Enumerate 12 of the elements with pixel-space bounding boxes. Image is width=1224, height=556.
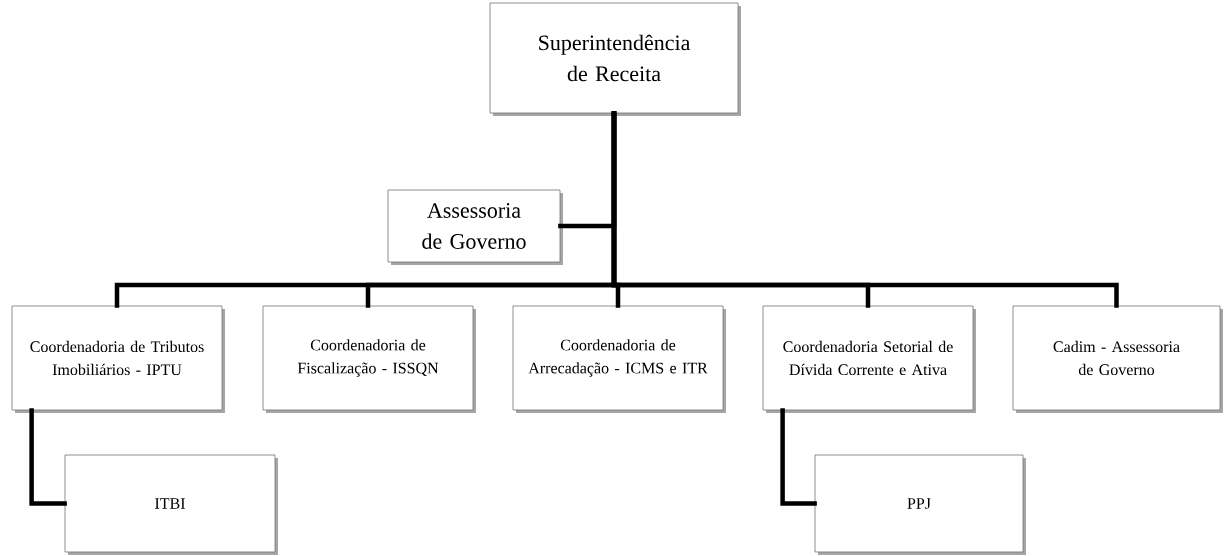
org-box: Coordenadoria de Fiscalização - ISSQN bbox=[262, 305, 476, 413]
org-box: Superintendência de Receita bbox=[489, 2, 741, 116]
connector-line bbox=[780, 408, 817, 506]
org-box: Coordenadoria Setorial de Dívida Corrente e Ativa bbox=[762, 305, 976, 413]
org-box: Coordenadoria de Tributos Imobiliários - IPTU bbox=[11, 305, 225, 413]
org-box: Coordenadoria de Arrecadação - ICMS e ITR bbox=[512, 305, 726, 413]
org-box: Assessoria de Governo bbox=[387, 189, 563, 265]
org-box: PPJ bbox=[814, 454, 1026, 555]
connector-line bbox=[611, 111, 1119, 308]
org-box: ITBI bbox=[64, 454, 278, 555]
org-box: Cadim - Assessoria de Governo bbox=[1012, 305, 1223, 413]
connector-line bbox=[29, 408, 67, 506]
